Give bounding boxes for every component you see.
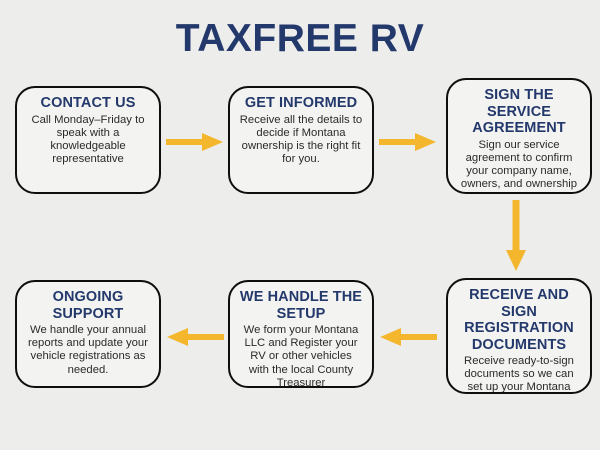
step-body-receive-and-sign-registration-documents: Receive ready-to-sign documents so we ca… xyxy=(464,355,574,394)
arrow-left-icon-we-handle-setup-to-ongoing-support xyxy=(166,326,224,348)
step-body-we-handle-the-setup: We form your Montana LLC and Register yo… xyxy=(243,324,359,388)
step-box-we-handle-the-setup: WE HANDLE THE SETUP We form your Montana… xyxy=(228,280,374,388)
arrow-down-icon-sign-agreement-to-receive-docs xyxy=(504,200,528,272)
step-box-sign-the-service-agreement: SIGN THE SERVICE AGREEMENT Sign our serv… xyxy=(446,78,592,194)
step-box-get-informed: GET INFORMED Receive all the details to … xyxy=(228,86,374,194)
step-heading-ongoing-support: ONGOING SUPPORT xyxy=(52,289,124,322)
arrow-right-icon-get-informed-to-sign-agreement xyxy=(379,131,437,153)
step-heading-contact-us: CONTACT US xyxy=(40,95,136,111)
step-box-contact-us: CONTACT US Call Monday–Friday to speak w… xyxy=(15,86,161,194)
step-heading-we-handle-the-setup: WE HANDLE THE SETUP xyxy=(239,289,363,322)
step-heading-sign-the-service-agreement: SIGN THE SERVICE AGREEMENT xyxy=(472,87,566,136)
step-body-get-informed: Receive all the details to decide if Mon… xyxy=(239,113,363,166)
step-body-sign-the-service-agreement: Sign our service agreement to confirm yo… xyxy=(460,138,578,193)
step-body-contact-us: Call Monday–Friday to speak with a knowl… xyxy=(31,113,145,166)
page-title: TAXFREE RV xyxy=(175,17,425,60)
step-body-ongoing-support: We handle your annual reports and update… xyxy=(28,324,148,376)
step-box-ongoing-support: ONGOING SUPPORT We handle your annual re… xyxy=(15,280,161,388)
step-heading-get-informed: GET INFORMED xyxy=(244,95,358,111)
step-heading-receive-and-sign-registration-documents: RECEIVE AND SIGN REGISTRATION DOCUMENTS xyxy=(464,287,574,353)
arrow-left-icon-receive-docs-to-we-handle-setup xyxy=(379,326,437,348)
arrow-right-icon-contact-us-to-get-informed xyxy=(166,131,224,153)
step-box-receive-and-sign-registration-documents: RECEIVE AND SIGN REGISTRATION DOCUMENTS … xyxy=(446,278,592,394)
